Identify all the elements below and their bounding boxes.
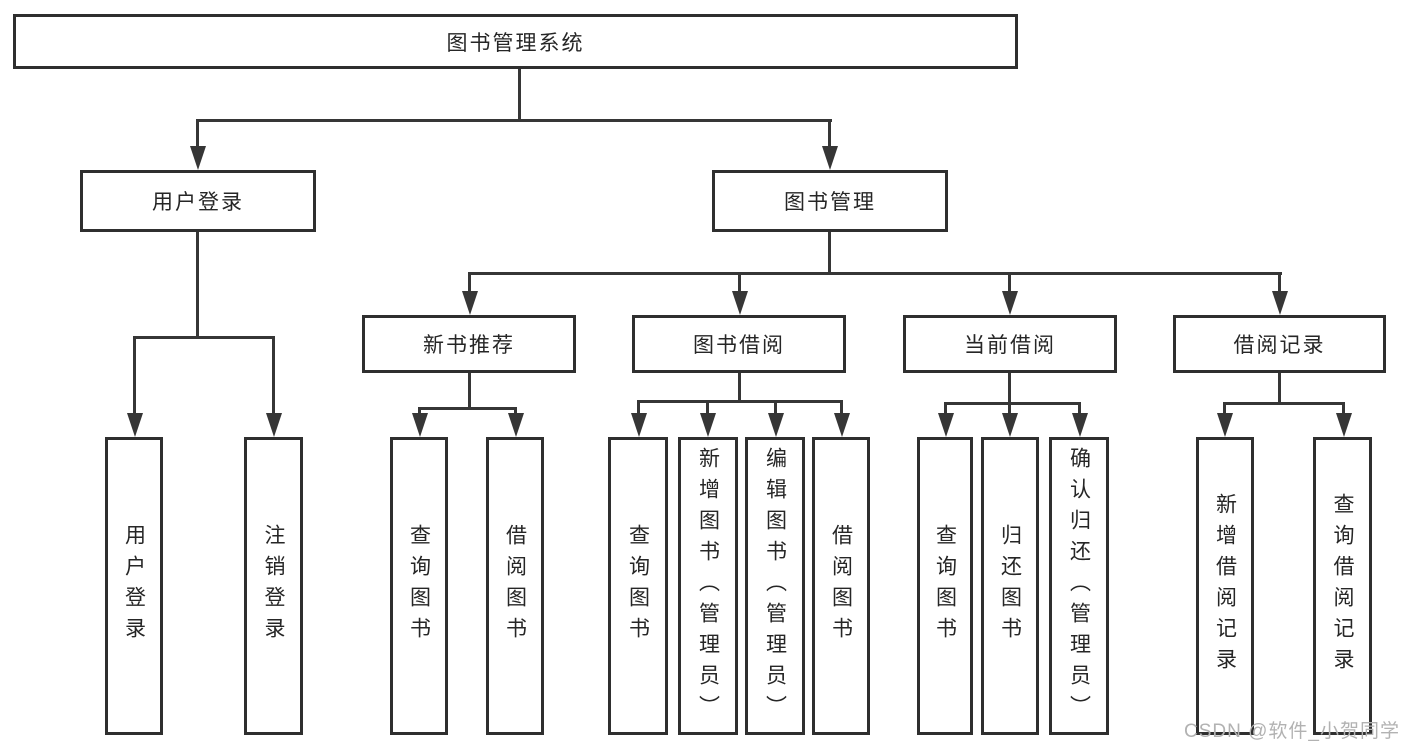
connector-line <box>944 402 947 416</box>
node-borrow-records: 借阅记录 <box>1173 315 1386 373</box>
arrow-down-icon <box>266 413 282 437</box>
connector-line <box>468 272 1282 275</box>
arrow-down-icon <box>462 291 478 315</box>
csdn-watermark: CSDN @软件_小贺同学 <box>1184 721 1400 742</box>
connector-line <box>514 407 517 416</box>
node-root-library-system: 图书管理系统 <box>13 14 1018 69</box>
arrow-down-icon <box>1336 413 1352 437</box>
arrow-down-icon <box>700 413 716 437</box>
connector-line <box>1008 373 1011 405</box>
connector-line <box>196 232 199 339</box>
node-book-borrow: 图书借阅 <box>632 315 846 373</box>
connector-line <box>133 336 275 339</box>
leaf-query-books-recommend: 查询图书 <box>390 437 448 735</box>
connector-line <box>738 373 741 403</box>
arrow-down-icon <box>822 146 838 170</box>
leaf-add-borrow-record: 新增借阅记录 <box>1196 437 1254 735</box>
connector-line <box>706 400 709 416</box>
leaf-return-books: 归还图书 <box>981 437 1039 735</box>
leaf-borrow-books: 借阅图书 <box>812 437 870 735</box>
leaf-borrow-books-recommend: 借阅图书 <box>486 437 544 735</box>
connector-line <box>418 407 421 416</box>
arrow-down-icon <box>1002 291 1018 315</box>
arrow-down-icon <box>1002 413 1018 437</box>
connector-line <box>637 400 640 416</box>
arrow-down-icon <box>732 291 748 315</box>
leaf-query-books-borrow: 查询图书 <box>608 437 668 735</box>
connector-line <box>738 272 741 293</box>
arrow-down-icon <box>1072 413 1088 437</box>
arrow-down-icon <box>1217 413 1233 437</box>
leaf-confirm-return-admin: 确认归还（管理员） <box>1049 437 1109 735</box>
leaf-logout: 注销登录 <box>244 437 303 735</box>
connector-line <box>944 402 1081 405</box>
connector-line <box>196 119 832 122</box>
connector-line <box>133 336 136 415</box>
arrow-down-icon <box>834 413 850 437</box>
node-current-borrow: 当前借阅 <box>903 315 1117 373</box>
connector-line <box>1278 373 1281 405</box>
connector-line <box>518 69 521 122</box>
connector-line <box>1223 402 1345 405</box>
connector-line <box>1342 402 1345 416</box>
arrow-down-icon <box>412 413 428 437</box>
arrow-down-icon <box>127 413 143 437</box>
connector-line <box>828 232 831 275</box>
node-new-book-recommend: 新书推荐 <box>362 315 576 373</box>
connector-line <box>774 400 777 416</box>
connector-line <box>272 336 275 415</box>
arrow-down-icon <box>938 413 954 437</box>
connector-line <box>1078 402 1081 416</box>
connector-line <box>418 407 517 410</box>
connector-line <box>1223 402 1226 416</box>
leaf-add-books-admin: 新增图书（管理员） <box>678 437 738 735</box>
connector-line <box>1278 272 1281 293</box>
connector-line <box>468 272 471 293</box>
leaf-query-borrow-record: 查询借阅记录 <box>1313 437 1372 735</box>
arrow-down-icon <box>508 413 524 437</box>
connector-line <box>637 400 843 403</box>
node-user-login: 用户登录 <box>80 170 316 232</box>
arrow-down-icon <box>190 146 206 170</box>
connector-line <box>828 119 831 148</box>
leaf-query-books-current: 查询图书 <box>917 437 973 735</box>
leaf-edit-books-admin: 编辑图书（管理员） <box>745 437 805 735</box>
connector-line <box>840 400 843 416</box>
connector-line <box>196 119 199 148</box>
connector-line <box>1008 402 1011 416</box>
leaf-user-login: 用户登录 <box>105 437 163 735</box>
node-book-management: 图书管理 <box>712 170 948 232</box>
arrow-down-icon <box>1272 291 1288 315</box>
connector-line <box>468 373 471 410</box>
connector-line <box>1008 272 1011 293</box>
arrow-down-icon <box>631 413 647 437</box>
arrow-down-icon <box>768 413 784 437</box>
